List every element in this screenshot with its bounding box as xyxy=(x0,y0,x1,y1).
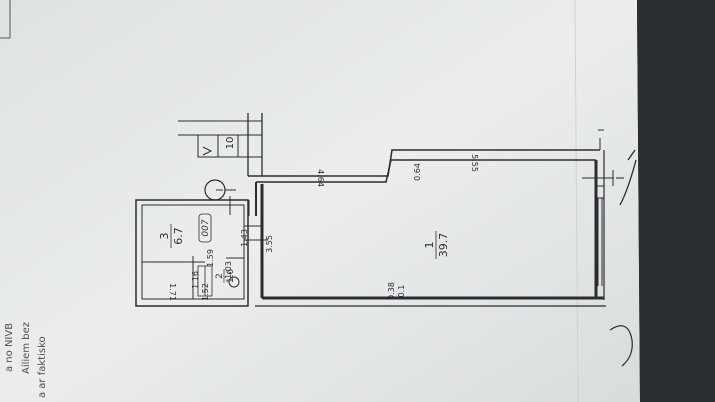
room-2-area: 1.6 xyxy=(226,269,236,284)
dim-1-03: 1.03 xyxy=(224,261,233,279)
section-marker-left: I xyxy=(215,189,226,192)
room-3-number: 3 xyxy=(158,233,171,240)
table-surface xyxy=(637,0,715,402)
margin-text-2: Ailiem bez xyxy=(21,322,32,374)
dim-0-38: 0.38 xyxy=(387,282,396,300)
margin-text-3: a ar faktisko xyxy=(37,336,48,398)
dim-1-59: 1.59 xyxy=(206,249,215,267)
section-marker-right: I xyxy=(614,176,627,179)
dim-0-1: 0.1 xyxy=(397,285,406,298)
room-2-number: 2 xyxy=(215,273,225,279)
room-1-area: 39.7 xyxy=(437,233,450,258)
room-1-number: 1 xyxy=(423,242,436,249)
dim-5-55: 5.55 xyxy=(470,154,479,172)
dim-1-16: 1.16 xyxy=(191,271,200,289)
dim-4-64: 4.64 xyxy=(316,169,325,187)
dim-0-64: 0.64 xyxy=(413,163,422,181)
dim-1-52: 1.52 xyxy=(201,283,210,301)
dim-3-55: 3.55 xyxy=(265,235,274,253)
paper-sheet xyxy=(0,0,640,402)
walls xyxy=(135,113,637,367)
room-3-area: 6.7 xyxy=(172,227,185,245)
section-number: 10 xyxy=(225,137,236,150)
dim-1-71: 1.71 xyxy=(168,283,177,301)
dim-1-43: 1.43 xyxy=(240,229,249,247)
margin-text-1: a no NIVB xyxy=(4,322,15,372)
stamp-label: 007 xyxy=(201,219,211,236)
